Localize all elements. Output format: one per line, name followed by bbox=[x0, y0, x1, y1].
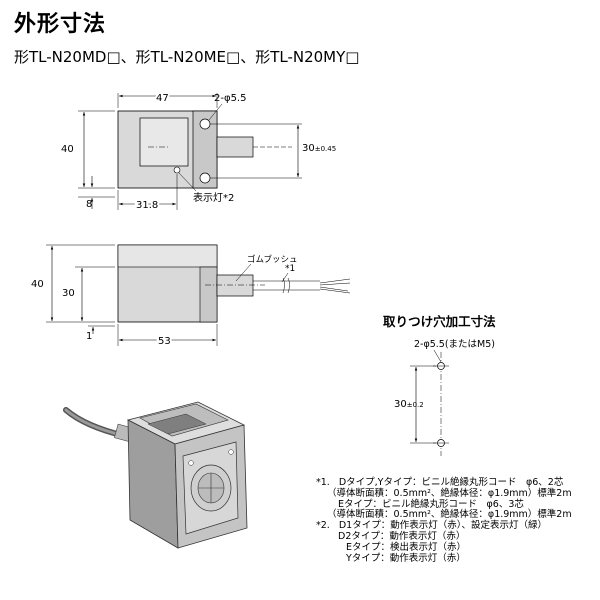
top-hole-upper bbox=[199, 118, 211, 130]
top-dim-hole-offset: 31.8 bbox=[136, 200, 158, 211]
note1-head: *1. bbox=[316, 477, 330, 488]
side-bushing bbox=[216, 274, 254, 297]
note2-line2: D2タイプ：動作表示灯（赤） bbox=[338, 530, 466, 542]
note1-line2: （導体断面積：0.5mm²、絶縁体径：φ1.9mm）標準2m bbox=[327, 487, 572, 499]
side-dim-length: 53 bbox=[158, 336, 171, 347]
note2-line3: Eタイプ：検出表示灯（赤） bbox=[346, 541, 467, 553]
top-view: 47 40 2-φ5.5 30±0.45 8 31.8 表示灯*2 bbox=[61, 91, 336, 213]
side-bushing-label: ゴムブッシュ bbox=[247, 254, 298, 265]
top-dim-height: 40 bbox=[61, 144, 74, 155]
side-view: ゴムブッシュ *1 40 30 1 53 bbox=[31, 244, 351, 349]
side-dim-inner: 30 bbox=[62, 288, 75, 299]
page-title: 外形寸法 bbox=[14, 12, 107, 37]
note1-line1: *1.Dタイプ,Yタイプ：ビニル絶縁丸形コード φ6、2芯 bbox=[316, 477, 564, 488]
iso-view bbox=[63, 401, 248, 549]
top-sensing-face bbox=[139, 117, 189, 167]
mounting-drawing: 2-φ5.5(またはM5) 30±0.2 bbox=[394, 339, 495, 456]
mount-hole-label: 2-φ5.5(またはM5) bbox=[414, 339, 495, 350]
side-flange bbox=[199, 266, 218, 323]
top-indicator bbox=[173, 166, 181, 174]
top-dim-offset: 8 bbox=[86, 199, 92, 210]
note1-line4: （導体断面積：0.5mm²、絶縁体径：φ1.9mm）標準2m bbox=[327, 509, 572, 521]
note2-line1: *2.D1タイプ：動作表示灯（赤）、設定表示灯（緑） bbox=[316, 520, 547, 532]
side-dim-base: 1 bbox=[86, 331, 92, 342]
note1-line3: Eタイプ：ビニル絶縁丸形コード φ6、3芯 bbox=[338, 498, 524, 510]
svg-text:30±0.45: 30±0.45 bbox=[302, 143, 336, 154]
top-hole-lower bbox=[199, 172, 211, 184]
side-cable-ref: *1 bbox=[285, 264, 295, 274]
mount-pitch: 30 bbox=[394, 399, 407, 410]
top-dim-pitch-tol: ±0.45 bbox=[315, 145, 336, 153]
top-bushing bbox=[216, 136, 254, 158]
svg-text:30±0.2: 30±0.2 bbox=[394, 399, 424, 410]
model-subtitle: 形TL-N20MD□、形TL-N20ME□、形TL-N20MY□ bbox=[14, 48, 360, 66]
side-head bbox=[117, 244, 218, 268]
notes: *1.Dタイプ,Yタイプ：ビニル絶縁丸形コード φ6、2芯 （導体断面積：0.5… bbox=[316, 477, 572, 564]
mount-pitch-tol: ±0.2 bbox=[407, 401, 424, 409]
top-dim-hole: 2-φ5.5 bbox=[214, 93, 246, 104]
top-dim-width: 47 bbox=[156, 93, 169, 104]
note2-head: *2. bbox=[316, 520, 330, 532]
top-dim-pitch: 30 bbox=[302, 143, 315, 154]
mounting-title: 取りつけ穴加工寸法 bbox=[383, 314, 496, 329]
side-dim-height: 40 bbox=[31, 279, 44, 290]
note2-line4: Yタイプ：動作表示灯（赤） bbox=[346, 552, 466, 564]
top-indicator-label: 表示灯*2 bbox=[193, 191, 234, 204]
